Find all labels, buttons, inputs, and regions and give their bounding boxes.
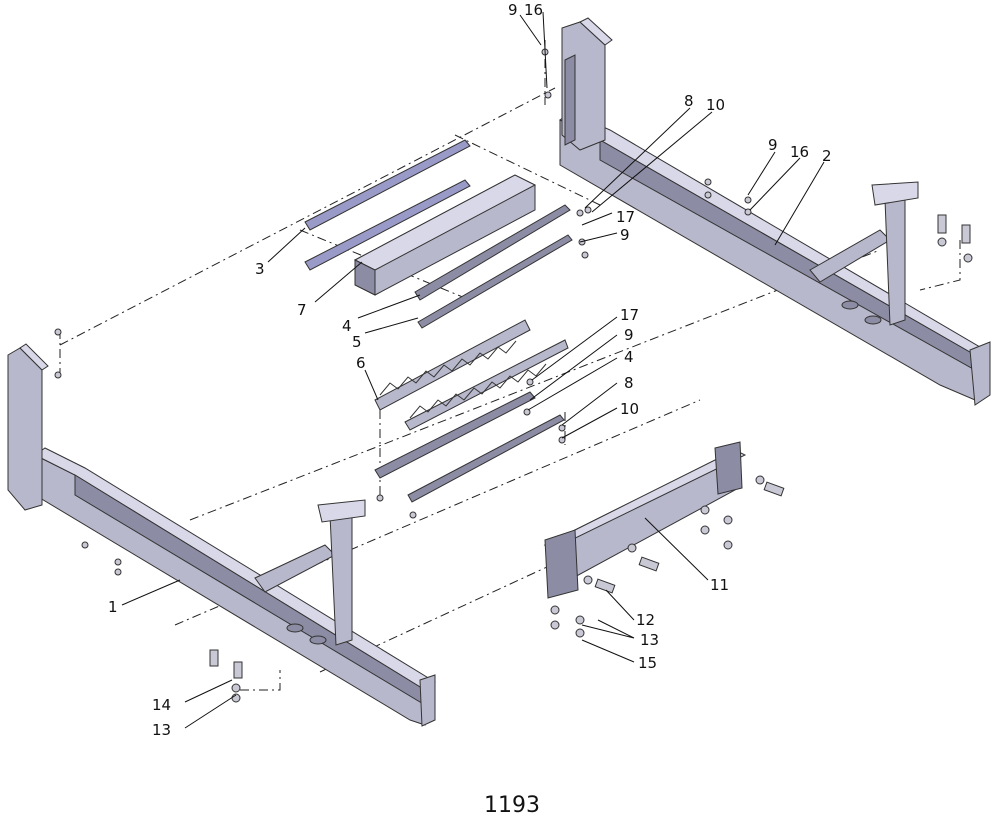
callout-9: 9 [620,226,630,244]
callout-9: 9 [508,1,518,19]
callout-16: 16 [790,143,809,161]
figure-number: 1193 [484,793,540,818]
callout-4: 4 [624,348,634,366]
callout-13: 13 [640,631,659,649]
hardware [54,48,973,703]
callout-5: 5 [352,333,362,351]
callout-16: 16 [524,1,543,19]
frame-rail-right [559,17,991,406]
callout-9: 9 [768,136,778,154]
callout-8: 8 [684,92,694,110]
callout-11: 11 [710,576,729,594]
callout-4: 4 [342,317,352,335]
callout-17: 17 [620,306,639,324]
callout-8: 8 [624,374,634,392]
crossmember-tube [543,441,747,599]
callout-1: 1 [108,598,118,616]
callout-6: 6 [356,354,366,372]
callout-10: 10 [620,400,639,418]
callout-12: 12 [636,611,655,629]
callout-7: 7 [297,301,307,319]
callout-3: 3 [255,260,265,278]
callout-labels: 9 16 8 10 9 16 2 17 9 3 7 4 5 17 9 6 4 8… [108,1,832,739]
frame-rail-left [7,343,436,727]
rails [304,139,573,503]
callout-14: 14 [152,696,171,714]
callout-10: 10 [706,96,725,114]
callout-17: 17 [616,208,635,226]
leader-lines [121,11,825,729]
callout-13: 13 [152,721,171,739]
callout-9: 9 [624,326,634,344]
assembly-lines [59,40,961,691]
callout-2: 2 [822,147,832,165]
callout-15: 15 [638,654,657,672]
